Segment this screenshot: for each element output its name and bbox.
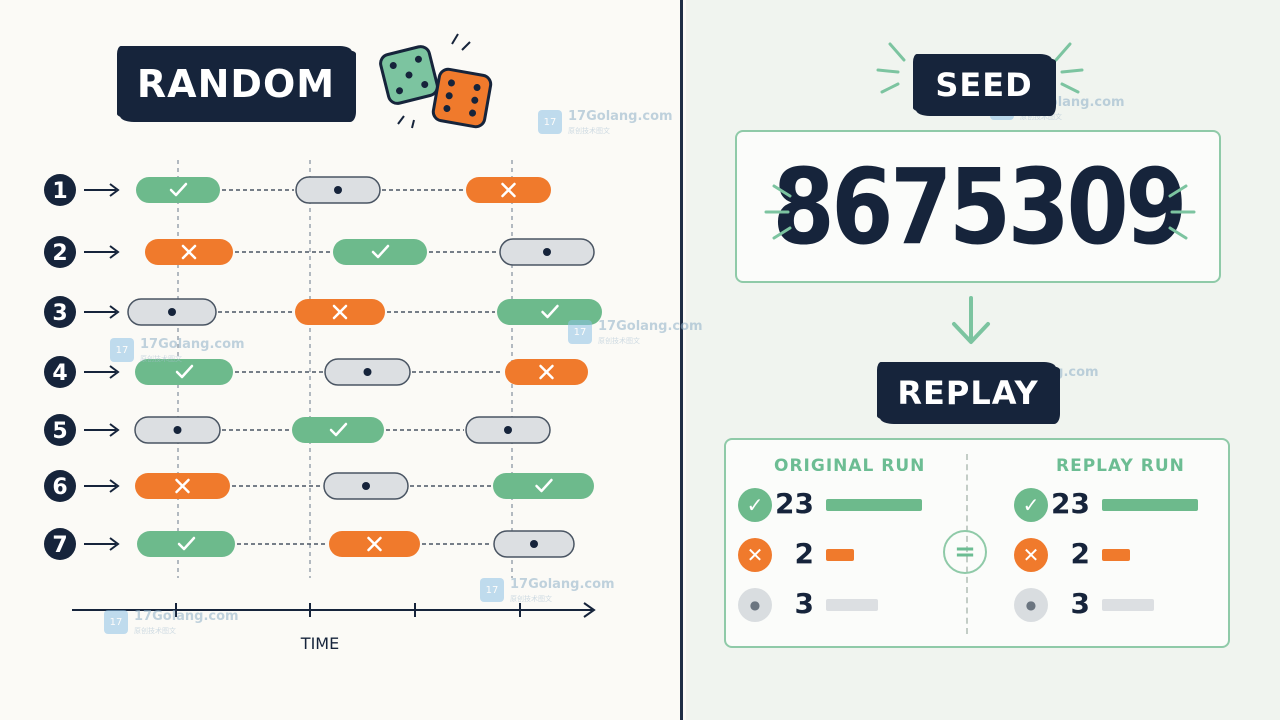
dot-icon [362, 482, 370, 490]
original-run-title: ORIGINAL RUN [774, 456, 926, 476]
row-number-badge [44, 296, 76, 328]
dot-icon [363, 368, 372, 376]
equals-icon: = [943, 530, 987, 574]
fail-count: 2 [794, 537, 814, 570]
row-number-label: 6 [52, 475, 67, 500]
replay-run-title: REPLAY RUN [1056, 456, 1185, 476]
pass-count-bar [826, 499, 922, 511]
row-number-label: 4 [52, 361, 67, 386]
dot-icon [504, 426, 512, 434]
event-pill-pass [333, 239, 427, 265]
dot-icon [334, 186, 342, 194]
replay-heading: REPLAY [880, 362, 1056, 424]
row-arrow-head-icon [109, 305, 120, 319]
row-number-label: 5 [52, 419, 67, 444]
cross-icon [539, 364, 554, 380]
dot-icon [173, 426, 182, 434]
row-arrow-head-icon [109, 365, 120, 379]
seed-sparkle-icon [876, 42, 1084, 94]
row-arrow-head-icon [109, 479, 120, 493]
dot-icon [543, 248, 551, 256]
cross-icon [367, 536, 382, 552]
fail-status-icon: ✕ [1014, 538, 1048, 572]
pass-count: 23 [1051, 487, 1090, 520]
cross-icon [181, 244, 197, 260]
seed-value: 8675309 [772, 145, 1187, 268]
fail-count-bar [1102, 549, 1130, 561]
skip-count: 3 [794, 587, 814, 620]
fail-count: 2 [1070, 537, 1090, 570]
row-arrow-head-icon [109, 183, 120, 197]
row-number-label: 2 [52, 241, 67, 266]
row-number-badge [44, 470, 76, 502]
row-arrow-head-icon [109, 423, 120, 437]
panel-divider [680, 0, 683, 720]
skip-status-icon: ● [738, 588, 772, 622]
dice-icon [379, 33, 493, 129]
check-icon [535, 478, 553, 493]
check-icon [177, 536, 196, 551]
arrow-down-icon [952, 296, 990, 344]
check-icon [371, 244, 390, 259]
row-number-badge [44, 528, 76, 560]
cross-icon [332, 304, 348, 320]
row-arrow-head-icon [109, 245, 120, 259]
row-number-badge [44, 236, 76, 268]
row-arrow-head-icon [109, 537, 120, 551]
pass-count: 23 [775, 487, 814, 520]
dot-icon [530, 540, 538, 548]
skip-count-bar [826, 599, 878, 611]
row-number-label: 1 [52, 179, 67, 204]
fail-count-bar [826, 549, 854, 561]
row-number-badge [44, 174, 76, 206]
seed-card: 8675309 [735, 130, 1221, 283]
event-pill-pass [292, 417, 384, 443]
random-heading: RANDOM [120, 46, 352, 122]
cross-icon [501, 182, 516, 198]
dot-icon [168, 308, 176, 316]
time-axis-arrow-icon [583, 602, 596, 618]
row-number-badge [44, 356, 76, 388]
results-card: ORIGINAL RUN REPLAY RUN = ✓23✕2●3 ✓23✕2●… [724, 438, 1230, 648]
skip-count-bar [1102, 599, 1154, 611]
row-number-label: 3 [52, 301, 67, 326]
pass-status-icon: ✓ [1014, 488, 1048, 522]
check-icon [329, 422, 348, 437]
cross-icon [175, 478, 190, 494]
check-icon [175, 364, 194, 379]
fail-status-icon: ✕ [738, 538, 772, 572]
skip-status-icon: ● [1014, 588, 1048, 622]
event-pill-pass [137, 531, 235, 557]
check-icon [541, 304, 559, 319]
event-pill-pass [136, 177, 220, 203]
pass-status-icon: ✓ [738, 488, 772, 522]
event-pill-pass [497, 299, 602, 325]
check-icon [169, 182, 188, 197]
event-pill-pass [135, 359, 233, 385]
row-number-label: 7 [52, 533, 67, 558]
row-number-badge [44, 414, 76, 446]
seed-value-rays-icon [764, 184, 1196, 240]
seed-heading: SEED [916, 54, 1052, 116]
pass-count-bar [1102, 499, 1198, 511]
event-pill-pass [493, 473, 594, 499]
skip-count: 3 [1070, 587, 1090, 620]
time-axis-label: TIME [300, 634, 339, 653]
